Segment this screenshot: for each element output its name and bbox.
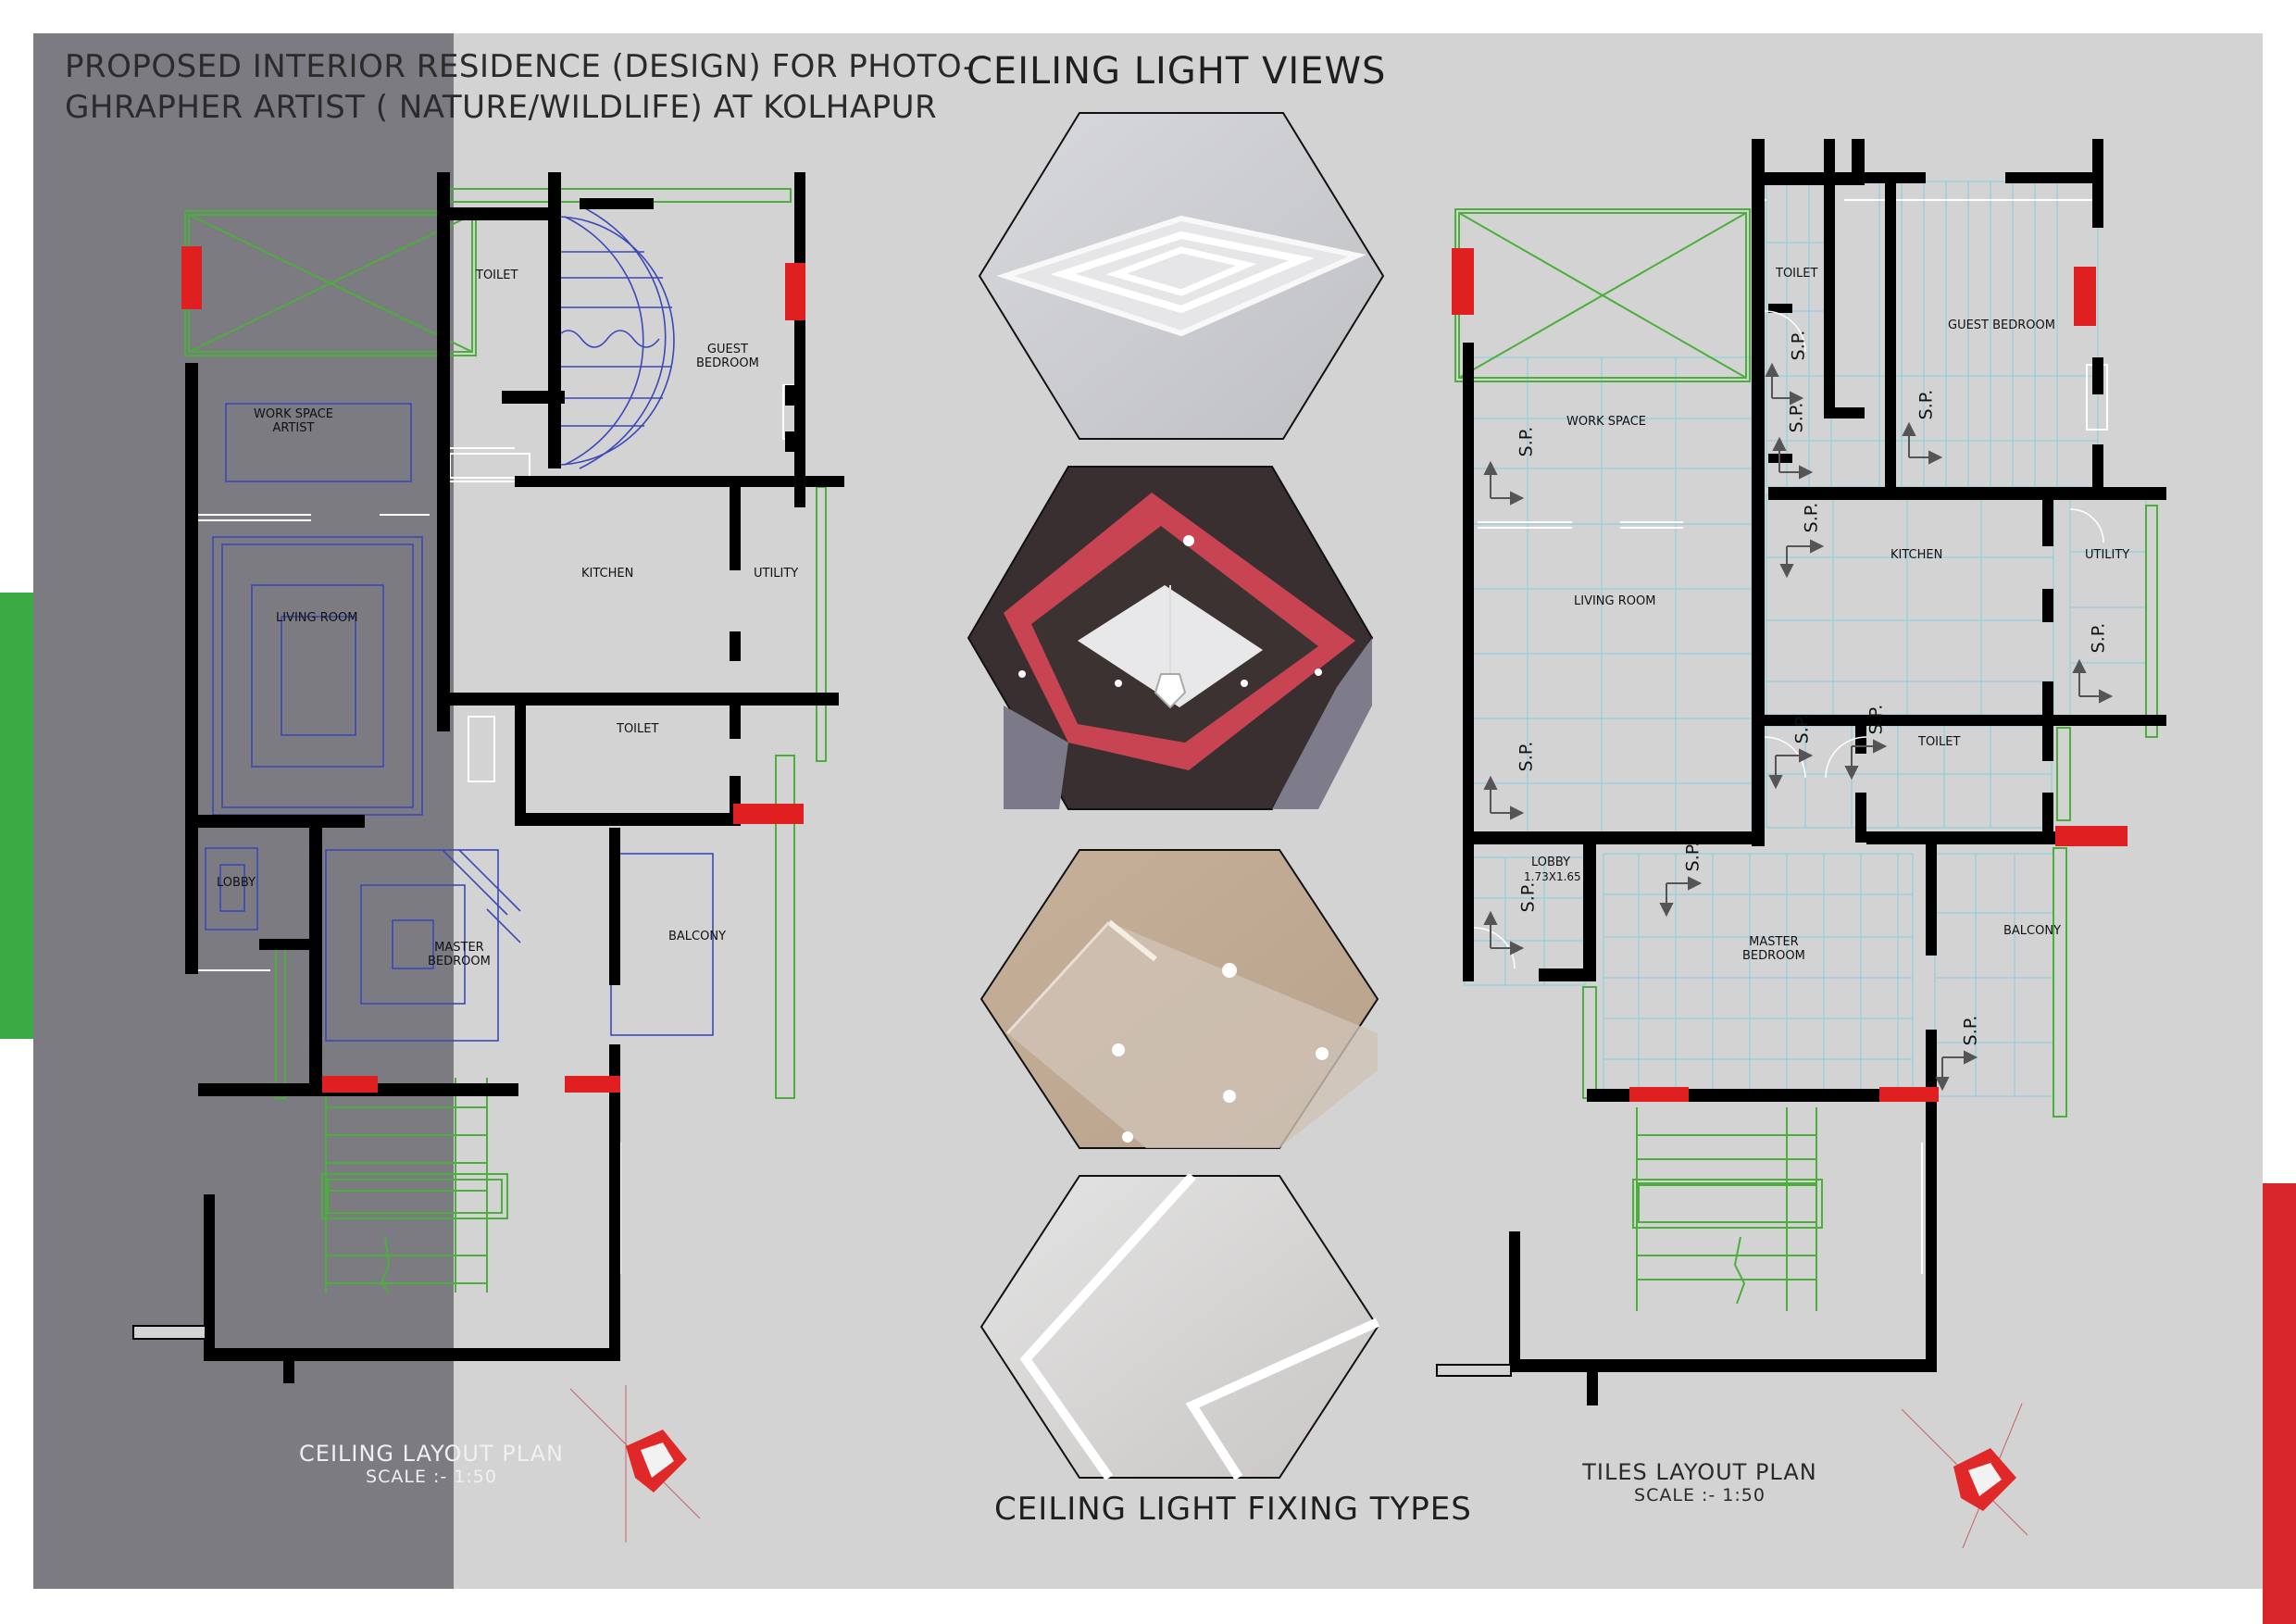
tiles-room-work-space: WORK SPACE xyxy=(1566,415,1646,429)
tiles-room-toilet-top: TOILET xyxy=(1776,267,1818,281)
left-green-accent-bar xyxy=(0,593,33,1039)
ceiling-plan-scale: SCALE :- 1:50 xyxy=(366,1467,497,1487)
ceiling-plan-title: CEILING LAYOUT PLAN xyxy=(299,1441,564,1467)
ceiling-room-lobby: LOBBY xyxy=(217,876,256,890)
ceiling-room-guest-bedroom: GUEST BEDROOM xyxy=(696,343,759,370)
right-red-accent-bar xyxy=(2263,1183,2296,1624)
ceiling-light-fixing-types-heading: CEILING LIGHT FIXING TYPES xyxy=(994,1491,1472,1528)
tiles-room-guest-bedroom: GUEST BEDROOM xyxy=(1948,319,2055,332)
tiles-room-living-room: LIVING ROOM xyxy=(1574,594,1656,608)
drawing-sheet: PROPOSED INTERIOR RESIDENCE (DESIGN) FOR… xyxy=(33,33,2263,1589)
tiles-layout-plan xyxy=(1436,139,2166,1549)
tiles-room-balcony: BALCONY xyxy=(2003,924,2062,938)
project-title-line-2: GHRAPHER ARTIST ( NATURE/WILDLIFE) AT KO… xyxy=(65,89,938,126)
ceiling-layout-plan xyxy=(132,172,844,1543)
tiles-room-lobby-size: 1.73X1.65 xyxy=(1524,870,1581,883)
project-title-line-1: PROPOSED INTERIOR RESIDENCE (DESIGN) FOR… xyxy=(65,48,975,85)
tiles-plan-scale: SCALE :- 1:50 xyxy=(1634,1485,1766,1505)
tiles-plan-sp-markers xyxy=(1483,362,2114,1092)
tiles-room-lobby: LOBBY xyxy=(1531,856,1571,869)
tiles-room-utility: UTILITY xyxy=(2085,548,2130,562)
ceiling-view-hex-2 xyxy=(967,466,1374,810)
ceiling-plan-walls xyxy=(185,172,844,1383)
tiles-plan-green-lines xyxy=(1454,208,2158,1311)
ceiling-plan-red-door-markers xyxy=(181,246,805,1093)
tiles-room-kitchen: KITCHEN xyxy=(1890,548,1943,562)
tiles-plan-caption: TILES LAYOUT PLAN SCALE :- 1:50 xyxy=(1561,1459,1839,1505)
dark-panel xyxy=(33,33,454,1589)
ceiling-room-work-space: WORK SPACE ARTIST xyxy=(254,407,333,435)
tiles-room-master-bedroom: MASTER BEDROOM xyxy=(1742,935,1805,963)
ceiling-view-hex-4 xyxy=(980,1174,1379,1480)
ceiling-plan-false-ceiling-lines xyxy=(205,205,714,1042)
tiles-room-toilet-mid: TOILET xyxy=(1918,735,1961,749)
ceiling-room-master-bedroom: MASTER BEDROOM xyxy=(428,941,491,968)
tiles-plan-title: TILES LAYOUT PLAN xyxy=(1582,1459,1817,1485)
ceiling-room-utility: UTILITY xyxy=(754,567,799,581)
project-title: PROPOSED INTERIOR RESIDENCE (DESIGN) FOR… xyxy=(65,46,975,128)
ceiling-room-balcony: BALCONY xyxy=(668,930,727,943)
ceiling-plan-designer-logo xyxy=(569,1385,701,1543)
tiles-plan-walls xyxy=(1463,139,2166,1405)
ceiling-plan-caption: CEILING LAYOUT PLAN SCALE :- 1:50 xyxy=(293,1441,570,1487)
ceiling-light-views-heading: CEILING LIGHT VIEWS xyxy=(967,50,1387,93)
tiles-plan-red-door-markers xyxy=(1452,248,2128,1102)
ceiling-room-living-room: LIVING ROOM xyxy=(276,611,358,625)
ceiling-room-kitchen: KITCHEN xyxy=(581,567,634,581)
ceiling-view-hex-3 xyxy=(980,849,1379,1149)
ceiling-room-toilet-mid: TOILET xyxy=(617,722,659,736)
ceiling-room-toilet-top: TOILET xyxy=(476,269,518,282)
tiles-plan-designer-logo xyxy=(1901,1403,2028,1549)
ceiling-view-hex-1 xyxy=(978,112,1385,440)
